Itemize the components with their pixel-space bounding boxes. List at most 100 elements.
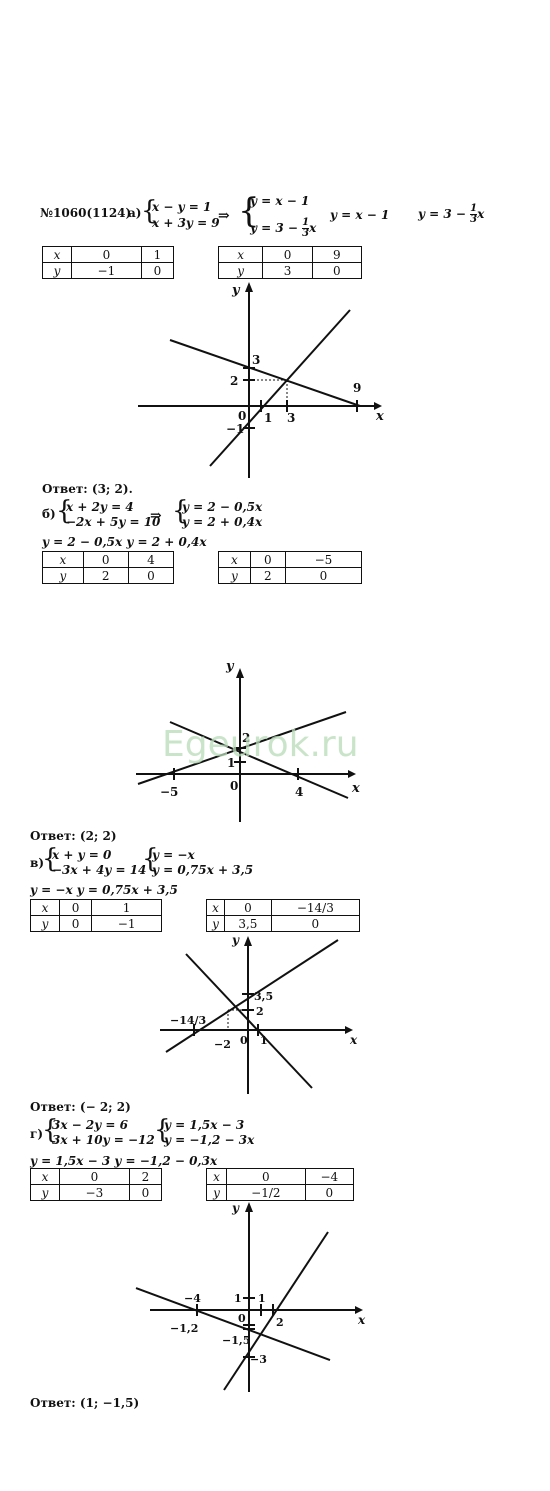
tick-label: 0: [238, 409, 246, 423]
system-eq-2: −2x + 5y = 10: [66, 515, 161, 529]
equations-line: y = 1,5x − 3 y = −1,2 − 0,3x: [30, 1154, 218, 1168]
solved-eq-1: y = 1,5x − 3: [164, 1118, 245, 1132]
axis-label-y: y: [231, 1201, 240, 1215]
tick-label: 1: [258, 1292, 266, 1305]
brace: {: [142, 844, 159, 874]
line-y-eq-3-minus-third-x: [169, 339, 361, 407]
tick-label: 3: [252, 353, 260, 367]
system-eq-2: −3x + 4y = 14: [52, 863, 147, 877]
brace: {: [42, 1115, 59, 1145]
solved-eq-1: y = −x: [152, 848, 195, 862]
tick-label: −5: [160, 785, 178, 799]
brace: {: [238, 191, 260, 231]
answer-g: Ответ: (1; −1,5): [30, 1396, 140, 1410]
x-axis-arrow: [345, 1026, 353, 1034]
line-y-eq-minus-x: [185, 953, 313, 1089]
part-b-label: б): [42, 507, 56, 521]
line-y-eq-x-minus-1: [209, 309, 351, 467]
solved-eq-2: y = −1,2 − 3x: [164, 1133, 255, 1147]
tick-label: 0: [238, 1312, 246, 1325]
axis-label-x: x: [357, 1313, 366, 1327]
tick-label: 3: [287, 411, 295, 425]
axis-label-y: y: [231, 283, 241, 298]
part-g-label: г): [30, 1127, 44, 1141]
equations-line: y = −x y = 0,75x + 3,5: [30, 883, 178, 897]
system-eq-1: 3x − 2y = 6: [52, 1118, 128, 1132]
y-axis-arrow: [245, 1202, 253, 1212]
tick-label: 2: [276, 1316, 284, 1329]
part-a-label: а): [128, 206, 142, 220]
system-eq-1: x − y = 1: [152, 200, 212, 214]
implies-arrow: ⇒: [150, 508, 162, 524]
implies-arrow: ⇒: [218, 208, 230, 224]
brace: {: [154, 1115, 171, 1145]
tick-label: 4: [295, 785, 303, 799]
watermark: Egeurok.ru: [162, 724, 359, 765]
equation-1: y = x − 1: [330, 208, 390, 222]
problem-number: №1060(1124).: [40, 206, 136, 220]
tick-label: 0: [240, 1034, 248, 1047]
solved-eq-2: y = 0,75x + 3,5: [152, 863, 254, 877]
tick-label: 2: [230, 374, 238, 388]
brace: {: [42, 844, 59, 874]
solved-eq-1: y = x − 1: [250, 194, 310, 208]
tick-label: −3: [250, 1353, 267, 1366]
tick-label: −1,2: [170, 1322, 198, 1335]
axis-label-x: x: [349, 1033, 358, 1047]
y-axis-arrow: [245, 282, 253, 292]
line-y-eq-1-5x-minus-3: [223, 1231, 329, 1391]
brace: {: [141, 196, 158, 226]
solved-eq-2: y = 2 + 0,4x: [182, 515, 263, 529]
line-y-eq-2-minus-half-x: [169, 721, 349, 799]
axis-label-y: y: [231, 933, 240, 947]
line-y-eq-minus-1-2-minus-0-3x: [135, 1287, 331, 1361]
tick-label: 2: [242, 731, 250, 745]
tick-label: −14/3: [170, 1014, 206, 1027]
tick-label: 1: [234, 1292, 242, 1305]
tick-label: −1,5: [222, 1334, 250, 1347]
system-eq-1: x + 2y = 4: [66, 500, 134, 514]
brace: {: [172, 496, 189, 526]
y-axis-arrow: [244, 936, 252, 946]
solved-eq-1: y = 2 − 0,5x: [182, 500, 263, 514]
tick-label: 1: [227, 756, 235, 770]
part-v-label: в): [30, 856, 45, 870]
system-eq-2: 3x + 10y = −12: [52, 1133, 155, 1147]
tick-label: 3,5: [254, 990, 273, 1003]
system-eq-1: x + y = 0: [52, 848, 112, 862]
tick-label: −1: [226, 422, 244, 436]
tick-label: 1: [264, 411, 272, 425]
axis-label-x: x: [351, 781, 360, 796]
brace: {: [56, 496, 73, 526]
system-eq-2: x + 3y = 9: [152, 216, 220, 230]
x-axis-arrow: [348, 770, 356, 778]
tick-label: −4: [184, 1292, 201, 1305]
tick-label: 0: [230, 779, 238, 793]
x-axis-arrow: [374, 402, 382, 410]
answer-b: Ответ: (2; 2): [30, 829, 117, 843]
answer-v: Ответ: (− 2; 2): [30, 1100, 131, 1114]
tick-label: −2: [214, 1038, 231, 1051]
x-axis-arrow: [355, 1306, 363, 1314]
equations-line: y = 2 − 0,5x y = 2 + 0,4x: [42, 535, 207, 549]
answer-a: Ответ: (3; 2).: [42, 482, 133, 496]
axis-label-x: x: [375, 409, 384, 424]
tick-label: 2: [256, 1005, 264, 1018]
tick-label: 9: [353, 381, 361, 395]
tick-label: 1: [260, 1034, 268, 1047]
y-axis-arrow: [236, 668, 244, 678]
